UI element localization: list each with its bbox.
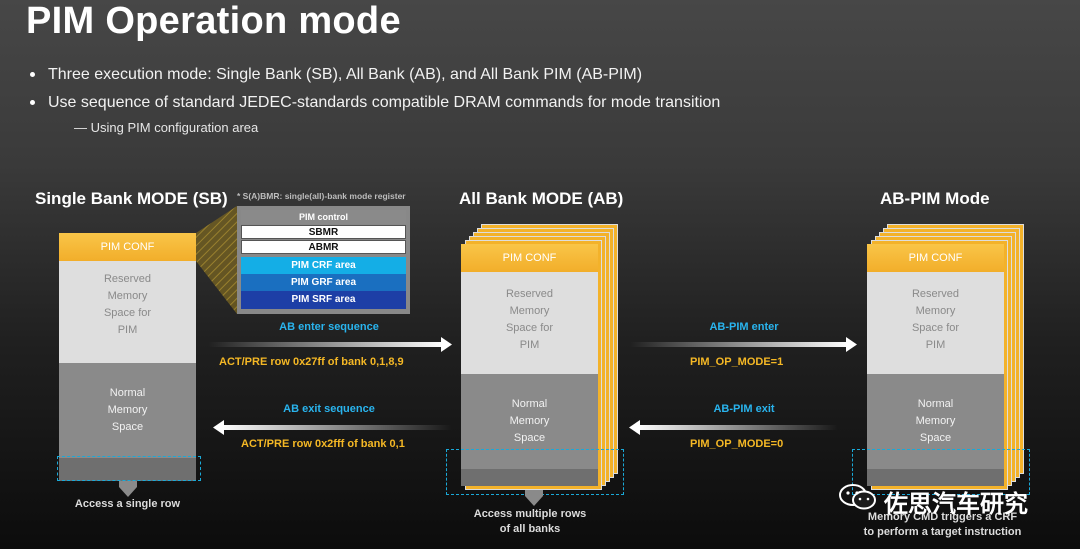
sub-bullet-text: Using PIM configuration area (90, 120, 259, 135)
reserved-block: Reserved Memory Space for PIM (867, 272, 1004, 374)
reserved-line: Reserved (911, 288, 960, 300)
pim-control-label: PIM control (241, 210, 406, 224)
normal-line: Memory (915, 415, 956, 427)
reserved-line: Space for (911, 322, 960, 334)
reserved-line: PIM (925, 339, 946, 351)
ab-enter-cmd: ACT/PRE row 0x27ff of bank 0,1,8,9 (219, 356, 404, 368)
normal-line: Normal (511, 398, 548, 410)
ab-enter-label: AB enter sequence (279, 321, 379, 333)
normal-block-bottom (59, 458, 196, 481)
mode-title-ab: All Bank MODE (AB) (459, 189, 624, 208)
down-arrow-icon (119, 481, 137, 497)
watermark-text: 佐思汽车研究 (884, 490, 1028, 518)
mode-title-sb: Single Bank MODE (SB) (35, 189, 228, 208)
reserved-line: Memory (509, 305, 550, 317)
abmr-cell: ABMR (241, 240, 406, 254)
ab-enter-arrow (208, 337, 452, 352)
normal-line: Normal (109, 387, 146, 399)
abpim-caption-line: Memory CMD triggers a CRF (867, 511, 1018, 523)
normal-block: Normal Memory Space (867, 374, 1004, 469)
normal-line: Space (919, 432, 952, 444)
reserved-line: PIM (519, 339, 540, 351)
normal-line: Normal (917, 398, 954, 410)
normal-block: Normal Memory Space (461, 374, 598, 469)
pim-conf-block: PIM CONF (59, 233, 196, 261)
sb-caption: Access a single row (74, 498, 181, 510)
abpim-exit-cmd: PIM_OP_MODE=0 (690, 438, 784, 450)
sb-bank: PIM CONF Reserved Memory Space for PIM N… (59, 233, 196, 481)
bullet-dot (30, 72, 35, 78)
abpim-caption-line: to perform a target instruction (863, 526, 1022, 538)
ab-bank: PIM CONF Reserved Memory Space for PIM N… (461, 244, 598, 486)
reserved-line: Memory (915, 305, 956, 317)
abpim-enter-arrow (630, 337, 857, 352)
pim-register-map: PIM control SBMR ABMR PIM CRF area PIM G… (237, 206, 410, 314)
bullet-text: Three execution mode: Single Bank (SB), … (48, 66, 643, 83)
bullet-item: Use sequence of standard JEDEC-standards… (30, 94, 720, 112)
reserved-block: Reserved Memory Space for PIM (461, 272, 598, 374)
srf-area: PIM SRF area (241, 291, 406, 309)
sub-bullet: — Using PIM configuration area (74, 120, 259, 135)
abpim-enter-cmd: PIM_OP_MODE=1 (690, 356, 784, 368)
wechat-logo-icon (838, 483, 880, 511)
reserved-block: Reserved Memory Space for PIM (59, 261, 196, 363)
reserved-line: Reserved (103, 273, 152, 285)
normal-block-bottom (867, 469, 1004, 486)
reserved-line: PIM (117, 324, 138, 336)
ab-exit-cmd: ACT/PRE row 0x2fff of bank 0,1 (241, 438, 405, 450)
bullet-dot (30, 100, 35, 106)
normal-block: Normal Memory Space (59, 363, 196, 458)
reserved-line: Memory (107, 290, 148, 302)
ab-exit-label: AB exit sequence (283, 403, 375, 415)
normal-line: Space (513, 432, 546, 444)
ab-caption-line: Access multiple rows (473, 508, 587, 520)
abpim-caption: Memory CMD triggers a CRF to perform a t… (855, 510, 1030, 540)
bullet-item: Three execution mode: Single Bank (SB), … (30, 66, 642, 84)
crf-area: PIM CRF area (241, 257, 406, 274)
normal-block-bottom (461, 469, 598, 486)
abpim-bank: PIM CONF Reserved Memory Space for PIM N… (867, 244, 1004, 486)
abpim-exit-arrow (629, 420, 838, 435)
mode-title-abpim: AB-PIM Mode (880, 189, 990, 208)
reserved-line: Space for (103, 307, 152, 319)
normal-line: Memory (107, 404, 148, 416)
normal-line: Space (111, 421, 144, 433)
normal-line: Memory (509, 415, 550, 427)
grf-area: PIM GRF area (241, 274, 406, 291)
access-row-highlight (57, 456, 201, 481)
ab-caption: Access multiple rows of all banks (455, 507, 605, 537)
abpim-enter-label: AB-PIM enter (709, 321, 779, 333)
abpim-exit-label: AB-PIM exit (713, 403, 775, 415)
ab-exit-arrow (213, 420, 452, 435)
pim-conf-block: PIM CONF (867, 244, 1004, 272)
page-title: PIM Operation mode (26, 0, 401, 42)
ab-caption-line: of all banks (499, 523, 561, 535)
down-arrow-icon (525, 490, 543, 506)
bullet-text: Use sequence of standard JEDEC-standards… (48, 94, 721, 111)
reserved-line: Space for (505, 322, 554, 334)
sbmr-cell: SBMR (241, 225, 406, 239)
pim-conf-block: PIM CONF (461, 244, 598, 272)
register-note: * S(A)BMR: single(all)-bank mode registe… (237, 191, 406, 201)
reserved-line: Reserved (505, 288, 554, 300)
cmd-rows-highlight (852, 449, 1030, 495)
